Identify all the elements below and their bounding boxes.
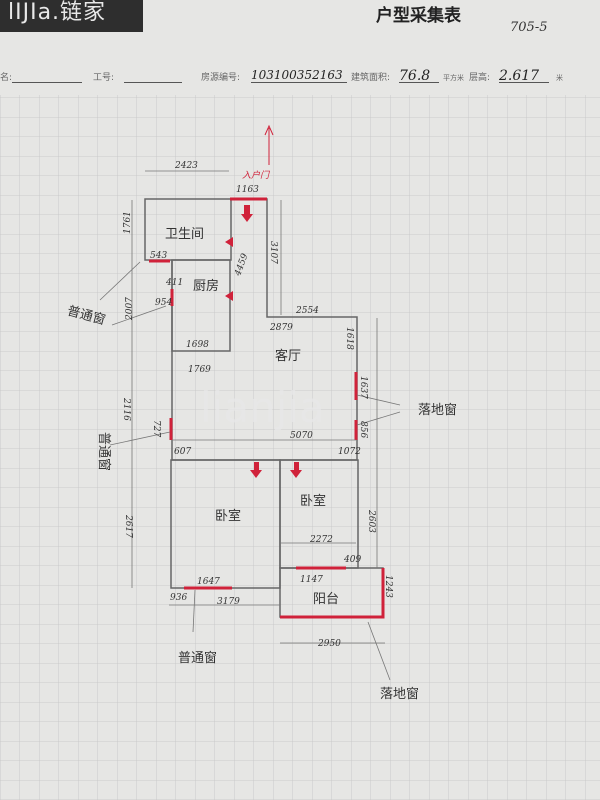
dim-bal-w: 2950: [317, 639, 341, 649]
dim-step2: 2879: [269, 323, 293, 333]
window-floor1: 落地窗: [418, 402, 457, 418]
dim-right-h: 3107: [268, 241, 278, 264]
dim-kwin1: 411: [165, 278, 183, 288]
dim-step-h: 1618: [344, 327, 354, 350]
dim-rwin1: 1637: [358, 376, 368, 399]
dim-step1: 2554: [295, 306, 319, 316]
dim-bal-door: 1147: [300, 575, 323, 585]
area-unit: 平方米: [443, 74, 464, 82]
kitchen-door-arrow-icon: [225, 291, 233, 301]
dim-bath-h: 1761: [123, 211, 133, 234]
dim-bed2-w: 2272: [309, 535, 333, 545]
listing-label: 房源编号:: [201, 73, 241, 83]
area-field[interactable]: 76.8: [399, 68, 439, 84]
height-field[interactable]: 2.617: [499, 68, 549, 84]
door-arrows: [225, 124, 302, 478]
height-label: 层高:: [469, 73, 491, 83]
area-label: 建筑面积:: [351, 73, 391, 83]
dim-door: 1163: [236, 185, 259, 195]
dim-bal-h: 1243: [383, 575, 393, 598]
balcony-floor-window: [280, 568, 385, 619]
dim-left3: 2617: [123, 514, 133, 538]
dim-bed-window: 1647: [197, 577, 220, 587]
dim-kitchen-w: 1698: [186, 340, 209, 350]
openings: [149, 197, 385, 619]
window-normal3: 普通窗: [178, 650, 217, 666]
name-label: 名:: [0, 73, 13, 83]
dim-bed-off: 936: [170, 593, 187, 603]
room-kitchen: 厨房: [193, 278, 219, 294]
dim-right3: 2603: [366, 509, 376, 533]
window-floor2: 落地窗: [380, 686, 419, 702]
window-normal2: 普通窗: [96, 432, 112, 471]
room-bedroom2: 卧室: [300, 493, 326, 509]
dim-living-w: 1769: [188, 365, 211, 375]
dim-left2: 2116: [121, 397, 131, 421]
dim-lwin: 727: [151, 420, 161, 437]
form-fields: 名: 工号: 房源编号: 103100352163 建筑面积: 76.8 平方米…: [0, 66, 600, 86]
form-title: 户型采集表: [376, 6, 461, 26]
dim-bath-window: 543: [150, 251, 167, 261]
dimension-lines: [99, 170, 401, 681]
listing-field[interactable]: 103100352163: [251, 68, 347, 83]
dim-kwin2: 954: [155, 298, 172, 308]
room-balcony: 阳台: [313, 592, 339, 607]
bedroom2-door-arrow-icon: [290, 462, 302, 478]
height-unit: 米: [556, 74, 563, 82]
name-field[interactable]: [12, 68, 82, 83]
bathroom-door-arrow-icon: [225, 237, 233, 247]
dim-rwin2: 856: [358, 421, 368, 438]
lianjia-logo: lIJIa.链家: [0, 0, 143, 32]
entrance-arrow-icon: [264, 124, 274, 165]
staff-label: 工号:: [93, 73, 115, 83]
dim-top: 2423: [174, 161, 198, 171]
watermark: lianjia: [200, 383, 325, 432]
room-living: 客厅: [275, 348, 301, 364]
dim-rwin3: 1072: [338, 447, 361, 457]
grid-paper: [0, 95, 600, 800]
dim-bed1-w: 3179: [217, 597, 240, 607]
staff-field[interactable]: [124, 68, 182, 83]
room-bathroom: 卫生间: [165, 227, 204, 242]
dim-living-span: 5070: [290, 431, 313, 441]
entrance-label: 入户门: [242, 170, 271, 181]
dim-left1: 2007: [125, 297, 135, 321]
entrance-down-arrow-icon: [241, 205, 253, 222]
dim-bal-off: 409: [343, 555, 361, 565]
dim-lwin2: 607: [174, 447, 191, 457]
handwritten-code: 705-5: [510, 20, 548, 35]
room-bedroom1: 卧室: [215, 508, 241, 524]
bedroom1-door-arrow-icon: [250, 462, 262, 478]
